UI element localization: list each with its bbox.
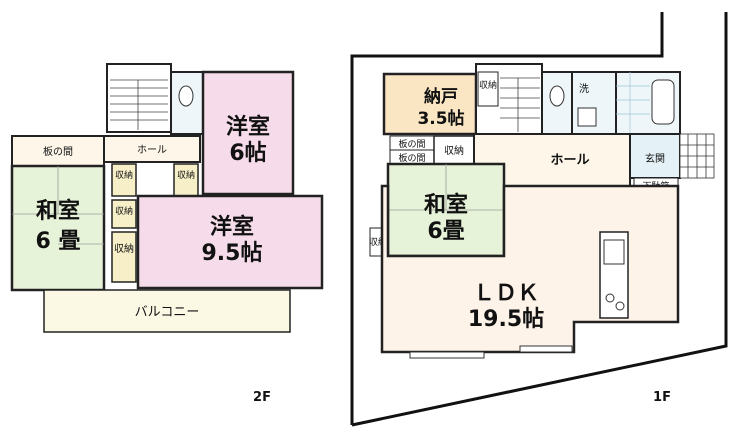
closet-2f-1-label: 収納 xyxy=(115,169,133,181)
room-ldk-size: 19.5帖 xyxy=(468,307,544,332)
room-youshitsu-9-5-name: 洋室 xyxy=(210,214,254,240)
room-itanoma-2f xyxy=(11,135,105,167)
closet-2f-1 xyxy=(111,163,137,197)
stove-icon xyxy=(605,293,615,303)
room-washitsu-2f-size: 6 畳 xyxy=(36,229,81,254)
stairs-2f xyxy=(106,63,172,133)
closet-2f-3 xyxy=(111,199,137,229)
room-youshitsu-6-size: 6帖 xyxy=(229,141,266,166)
toilet-icon xyxy=(178,85,194,107)
room-itanoma-1f-a-label: 板の間 xyxy=(398,138,425,150)
balcony-2f xyxy=(43,289,291,333)
room-youshitsu-6-name: 洋室 xyxy=(226,114,270,140)
room-youshitsu-6 xyxy=(201,70,295,196)
sink-icon xyxy=(603,239,625,265)
closet-stairs-label: 収納 xyxy=(479,79,497,91)
bathtub-icon xyxy=(651,79,675,125)
closet-2f-2 xyxy=(173,163,199,197)
room-nando-name: 納戸 xyxy=(424,86,458,107)
closet-2f-4-label: 収納 xyxy=(114,242,134,255)
closet-2f-3-label: 収納 xyxy=(115,205,133,217)
balcony-2f-label: バルコニー xyxy=(135,305,200,320)
closet-2f-4 xyxy=(111,231,137,283)
window-ldk-1 xyxy=(409,351,485,359)
room-youshitsu-9-5 xyxy=(136,194,324,290)
genkan-label: 玄関 xyxy=(645,152,665,165)
hall-2f-label: ホール xyxy=(137,144,167,156)
floor-2f-label: 2F xyxy=(253,390,271,405)
room-itanoma-1f-b-label: 板の間 xyxy=(398,152,425,164)
hall-2f xyxy=(103,135,201,163)
site-boundary-right xyxy=(351,12,728,427)
site-boundary xyxy=(350,12,664,425)
window-ldk-2 xyxy=(519,345,573,353)
washroom-label: 洗 xyxy=(579,83,589,95)
floor-2f-plan: 洋室 6帖 板の間 和室 6 畳 ホール 収納 収納 収納 収納 洋室 9.5帖… xyxy=(10,63,324,405)
closet-stairs xyxy=(477,71,499,107)
room-youshitsu-9-5-size: 9.5帖 xyxy=(202,241,263,266)
room-washitsu-2f-name: 和室 xyxy=(36,198,80,224)
room-nando-size: 3.5帖 xyxy=(417,108,464,129)
washing-machine-icon xyxy=(577,107,597,127)
room-itanoma-2f-label: 板の間 xyxy=(43,145,73,158)
closet-1f-top xyxy=(433,135,475,165)
closet-2f-2-label: 収納 xyxy=(177,169,195,181)
stove-icon xyxy=(615,301,625,311)
closet-1f-top-label: 収納 xyxy=(444,144,464,157)
toilet-icon xyxy=(549,85,565,107)
floor-1f-plan: 納戸 3.5帖 収納 洗 板の間 板の間 収納 xyxy=(350,12,728,427)
room-washitsu-1f-size: 6畳 xyxy=(427,219,464,244)
room-washitsu-1f-name: 和室 xyxy=(424,192,468,218)
room-nando xyxy=(382,72,478,136)
hall-1f-label: ホール xyxy=(550,153,589,168)
floor-1f-label: 1F xyxy=(653,390,671,405)
room-ldk-name: ＬＤＫ xyxy=(473,281,539,306)
